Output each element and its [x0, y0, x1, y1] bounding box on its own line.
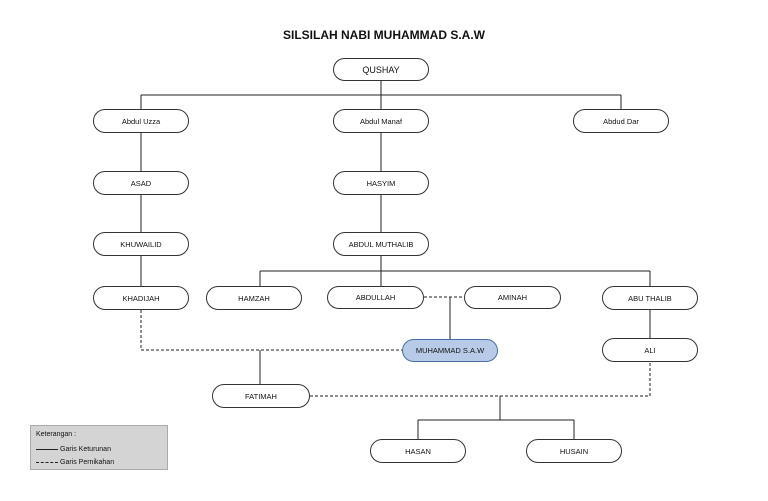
- node-abu-thalib: ABU THALIB: [602, 286, 698, 310]
- diagram-title: SILSILAH NABI MUHAMMAD S.A.W: [283, 28, 485, 42]
- node-asad: ASAD: [93, 171, 189, 195]
- node-qushay: QUSHAY: [333, 58, 429, 81]
- node-abdul-uzza: Abdul Uzza: [93, 109, 189, 133]
- legend-marriage-row: Garis Pernikahan: [36, 459, 114, 466]
- node-abdud-dar: Abdud Dar: [573, 109, 669, 133]
- legend-marriage-label: Garis Pernikahan: [60, 459, 115, 466]
- node-abdullah: ABDULLAH: [327, 286, 424, 309]
- legend-box: Keterangan : Garis Keturunan Garis Perni…: [30, 425, 168, 470]
- node-khadijah: KHADIJAH: [93, 286, 189, 310]
- legend-title: Keterangan :: [36, 431, 77, 438]
- node-muhammad: MUHAMMAD S.A.W: [402, 339, 498, 362]
- node-khuwailid: KHUWAILID: [93, 232, 189, 256]
- marriage-line: [140, 310, 402, 351]
- legend-descent-row: Garis Keturunan: [36, 446, 111, 453]
- node-husain: HUSAIN: [526, 439, 622, 463]
- dashed-line-swatch: [36, 462, 58, 463]
- legend-descent-label: Garis Keturunan: [60, 446, 111, 453]
- solid-line-swatch: [36, 449, 58, 450]
- marriage-line: [310, 362, 651, 397]
- node-hasyim: HASYIM: [333, 171, 429, 195]
- node-hasan: HASAN: [370, 439, 466, 463]
- node-abdul-muthalib: ABDUL MUTHALIB: [333, 232, 429, 256]
- node-aminah: AMINAH: [464, 286, 561, 309]
- node-abdul-manaf: Abdul Manaf: [333, 109, 429, 133]
- node-hamzah: HAMZAH: [206, 286, 302, 310]
- node-fatimah: FATIMAH: [212, 384, 310, 408]
- node-ali: ALI: [602, 338, 698, 362]
